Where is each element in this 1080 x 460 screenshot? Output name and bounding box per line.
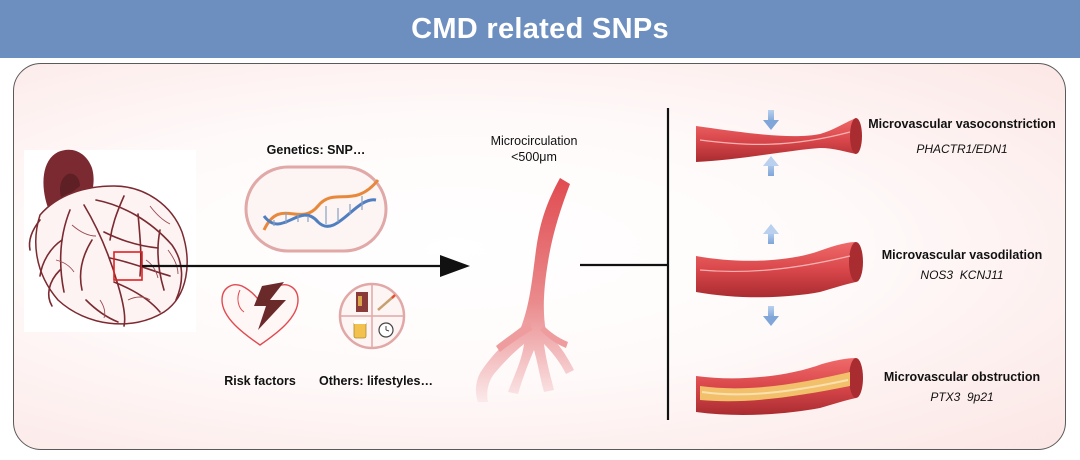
dilation-arrows bbox=[763, 224, 779, 326]
microcirculation-size-label: <500μm bbox=[511, 150, 557, 164]
lifestyles-label: Others: lifestyles… bbox=[319, 374, 433, 388]
genetics-label: Genetics: SNP… bbox=[266, 143, 366, 157]
risk-factors-label: Risk factors bbox=[224, 374, 296, 388]
main-arrow bbox=[142, 255, 470, 277]
vessel-obstruction bbox=[696, 358, 863, 415]
risk-heart-icon bbox=[221, 282, 299, 346]
title-bar: CMD related SNPs bbox=[0, 0, 1080, 58]
outcome-genes: PHACTR1/EDN1 bbox=[916, 142, 1008, 156]
page-title: CMD related SNPs bbox=[411, 12, 669, 45]
outcome-genes: NOS3 KCNJ11 bbox=[920, 268, 1004, 282]
vessel-vasodilation bbox=[696, 242, 863, 298]
outcome-heading: Microvascular vasodilation bbox=[881, 248, 1043, 262]
heart-illustration bbox=[24, 149, 196, 332]
microcirculation-label: Microcirculation bbox=[490, 134, 578, 148]
outcome-heading: Microvascular vasoconstriction bbox=[868, 117, 1056, 131]
outcome-heading: Microvascular obstruction bbox=[883, 370, 1041, 384]
outcome-genes: PTX3 9p21 bbox=[930, 390, 994, 404]
dna-capsule bbox=[244, 165, 388, 253]
lifestyle-icon bbox=[338, 282, 406, 350]
microvessel-tree bbox=[475, 178, 574, 402]
vessel-vasoconstriction bbox=[696, 118, 862, 162]
constriction-arrows bbox=[763, 110, 779, 176]
